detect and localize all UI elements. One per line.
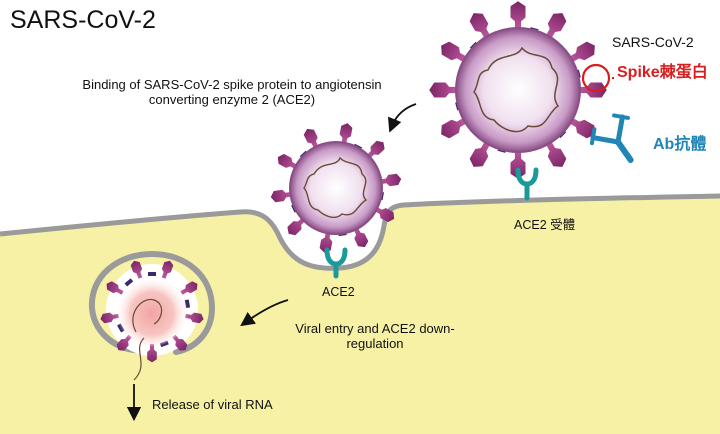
release-caption: Release of viral RNA <box>152 397 273 412</box>
virus-free <box>429 1 607 179</box>
endosome <box>88 250 216 381</box>
virus-name-label: SARS-CoV-2 <box>612 34 694 50</box>
viral-entry-caption: Viral entry and ACE2 down-regulation <box>295 321 455 351</box>
antibody-icon <box>586 110 648 173</box>
spike-protein <box>429 82 458 98</box>
arrow-binding <box>387 103 417 133</box>
binding-caption: Binding of SARS-CoV-2 spike protein to a… <box>82 77 382 107</box>
ace2-label: ACE2 <box>322 285 355 299</box>
virus-binding <box>269 122 403 254</box>
page-title: SARS-CoV-2 <box>10 6 156 34</box>
ace2-receptor-free <box>515 167 539 201</box>
antibody-label: Ab抗體 <box>653 136 707 153</box>
cell-membrane <box>0 193 720 271</box>
spike-protein <box>510 1 526 30</box>
arrow-entry <box>240 299 289 327</box>
ace2-receptor-label: ACE2 受體 <box>514 218 576 232</box>
spike-highlight-circle <box>581 63 611 93</box>
ace2-receptor-bound <box>324 247 348 279</box>
host-cell <box>0 196 720 434</box>
spike-label: Spike棘蛋白 <box>617 64 708 81</box>
